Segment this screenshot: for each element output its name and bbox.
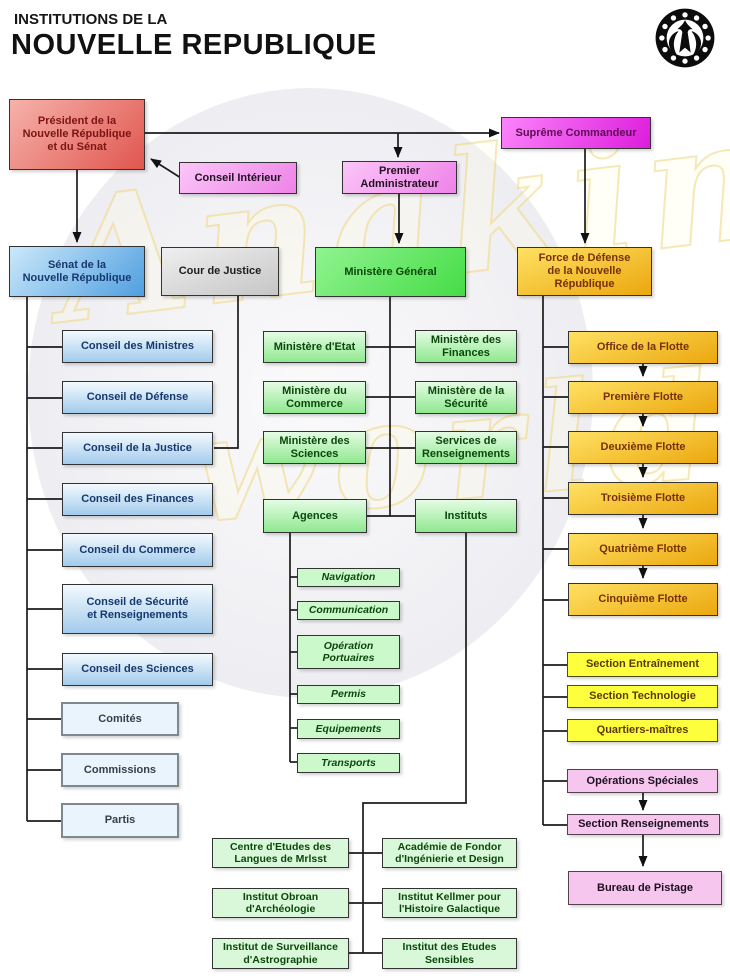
node-cinquieme-flotte: Cinquième Flotte: [568, 583, 718, 616]
node-ministere-sciences: Ministère des Sciences: [263, 431, 366, 464]
page-title-line1: INSTITUTIONS DE LA: [14, 11, 168, 28]
node-institut-etudes-sensibles: Institut des Etudes Sensibles: [382, 938, 517, 969]
node-section-renseignements: Section Renseignements: [567, 814, 720, 835]
node-ministere-finances: Ministère des Finances: [415, 330, 517, 363]
node-conseil-des-sciences: Conseil des Sciences: [62, 653, 213, 686]
node-conseil-des-finances: Conseil des Finances: [62, 483, 213, 516]
node-conseil-des-ministres: Conseil des Ministres: [62, 330, 213, 363]
node-quatrieme-flotte: Quatrième Flotte: [568, 533, 718, 566]
node-navigation: Navigation: [297, 568, 400, 587]
node-transports: Transports: [297, 753, 400, 773]
node-conseil-du-commerce: Conseil du Commerce: [62, 533, 213, 567]
trunk-instituts: [362, 533, 467, 953]
node-office-flotte: Office de la Flotte: [568, 331, 718, 364]
node-partis: Partis: [61, 803, 179, 838]
node-equipements: Equipements: [297, 719, 400, 739]
node-deuxieme-flotte: Deuxième Flotte: [568, 431, 718, 464]
node-troisieme-flotte: Troisième Flotte: [568, 482, 718, 515]
node-operation-portuaires: Opération Portuaires: [297, 635, 400, 669]
node-force-de-defense: Force de Défense de la Nouvelle Républiq…: [517, 247, 652, 296]
node-conseil-de-defense: Conseil de Défense: [62, 381, 213, 414]
node-section-entrainement: Section Entraînement: [567, 652, 718, 677]
edge-cour-justice: [214, 296, 239, 449]
node-ministere-commerce: Ministère du Commerce: [263, 381, 366, 414]
node-ministere-general: Ministère Général: [315, 247, 466, 297]
node-premier-administrateur: Premier Administrateur: [342, 161, 457, 194]
node-supreme-commandeur: Suprême Commandeur: [501, 117, 651, 149]
node-institut-surveillance-astrographie: Institut de Surveillance d'Astrographie: [212, 938, 349, 969]
node-conseil-de-la-justice: Conseil de la Justice: [62, 432, 213, 465]
node-president: Président de la Nouvelle République et d…: [9, 99, 145, 170]
node-academie-fondor: Académie de Fondor d'Ingénierie et Desig…: [382, 838, 517, 868]
node-instituts: Instituts: [415, 499, 517, 533]
node-premiere-flotte: Première Flotte: [568, 381, 718, 414]
node-services-renseignements: Services de Renseignements: [415, 431, 517, 464]
node-bureau-de-pistage: Bureau de Pistage: [568, 871, 722, 905]
node-ministere-securite: Ministère de la Sécurité: [415, 381, 517, 414]
node-commissions: Commissions: [61, 753, 179, 787]
node-section-technologie: Section Technologie: [567, 685, 718, 708]
node-communication: Communication: [297, 601, 400, 620]
node-centre-etudes-mrlsst: Centre d'Etudes des Langues de Mrlsst: [212, 838, 349, 868]
node-operations-speciales: Opérations Spéciales: [567, 769, 718, 793]
node-comites: Comités: [61, 702, 179, 736]
node-conseil-interieur: Conseil Intérieur: [179, 162, 297, 194]
node-institut-obroan: Institut Obroan d'Archéologie: [212, 888, 349, 918]
node-senat: Sénat de la Nouvelle République: [9, 246, 145, 297]
node-agences: Agences: [263, 499, 367, 533]
node-conseil-securite-renseignements: Conseil de Sécurité et Renseignements: [62, 584, 213, 634]
edge-conseil-interieur-president: [150, 158, 182, 179]
node-quartiers-maitres: Quartiers-maîtres: [567, 719, 718, 742]
node-permis: Permis: [297, 685, 400, 704]
node-ministere-etat: Ministère d'Etat: [263, 331, 366, 363]
new-republic-logo-icon: [655, 8, 715, 68]
page-title-line2: NOUVELLE REPUBLIQUE: [11, 29, 377, 61]
node-institut-kellmer: Institut Kellmer pour l'Histoire Galacti…: [382, 888, 517, 918]
node-cour-de-justice: Cour de Justice: [161, 247, 279, 296]
